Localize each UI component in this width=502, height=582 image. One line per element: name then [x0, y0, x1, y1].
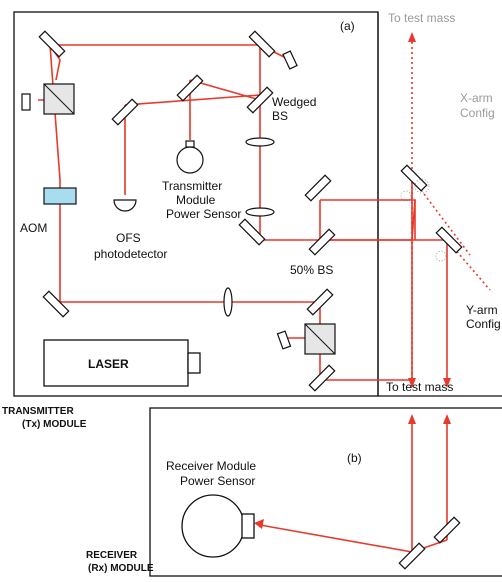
tx-module-label-1: TRANSMITTER [2, 406, 74, 417]
bs50-label: 50% BS [290, 263, 333, 277]
tx-module-label-2: (Tx) MODULE [22, 419, 87, 430]
lens-bottom [223, 287, 233, 317]
beam-dump-top-right [282, 50, 298, 70]
mirror-upper-right-inner [304, 174, 332, 202]
transmitter-beams [38, 44, 445, 381]
to-test-mass-top: To test mass [388, 11, 455, 25]
rx-module-label-2: (Rx) MODULE [88, 563, 154, 574]
mirror-center [176, 74, 204, 102]
laser-label: LASER [88, 357, 129, 371]
pbs-cube-bottom [304, 323, 336, 355]
to-test-mass-bottom: To test mass [386, 380, 453, 394]
receiver-module-frame [149, 407, 502, 577]
lens-lower [245, 207, 275, 217]
bs-50 [308, 228, 336, 256]
pbs-cube-top [43, 83, 75, 115]
config-x-mark-2 [400, 190, 412, 202]
rx-module-label-1: RECEIVER [86, 550, 138, 561]
ofs-label-2: photodetector [94, 247, 167, 261]
receiver-mirror-1 [433, 516, 461, 544]
transmitter-sensor-label-1: Transmitter [162, 179, 222, 193]
config-x-mark [414, 178, 430, 194]
ofs-label-1: OFS [116, 231, 141, 245]
ofs-photodetector [113, 199, 137, 212]
wedged-bs [246, 86, 274, 114]
config-mirror-x [400, 164, 428, 192]
y-arm-label: Y-arm [466, 303, 498, 317]
mirror-left-center [111, 98, 139, 126]
aom-box [43, 187, 77, 205]
config-mirror-y [435, 226, 463, 254]
wedged-bs-label-2: BS [272, 109, 288, 123]
beam-dump-bottom [276, 330, 292, 350]
aom-label: AOM [20, 221, 47, 235]
receiver-sensor-label-2: Power Sensor [180, 474, 255, 488]
mirror-top-left [38, 30, 66, 58]
beam-dump-left [21, 93, 31, 111]
mirror-bottom-left [42, 290, 70, 318]
mirror-bottom-right [306, 288, 334, 316]
x-arm-label: X-arm [460, 91, 493, 105]
transmitter-power-sensor [176, 140, 204, 174]
laser-unit [43, 339, 201, 387]
config-beams [408, 32, 491, 388]
y-arm-config-label: Config [466, 317, 501, 331]
transmitter-sensor-label-2: Module [176, 193, 216, 207]
mirror-laser-out [308, 364, 336, 392]
transmitter-sensor-label-3: Power Sensor [166, 207, 241, 221]
receiver-mirror-2 [398, 542, 426, 570]
mirror-bottom-of-vertical [238, 218, 266, 246]
panel-b-label: (b) [347, 451, 362, 465]
lens-upper [245, 137, 275, 147]
config-y-mark [435, 250, 447, 262]
receiver-beams [254, 414, 451, 553]
panel-a-label: (a) [340, 19, 355, 33]
x-arm-config-label: Config [460, 106, 495, 120]
receiver-power-sensor [181, 494, 255, 558]
wedged-bs-label-1: Wedged [272, 95, 316, 109]
receiver-sensor-label-1: Receiver Module [166, 459, 256, 473]
mirror-top-right [248, 30, 276, 58]
